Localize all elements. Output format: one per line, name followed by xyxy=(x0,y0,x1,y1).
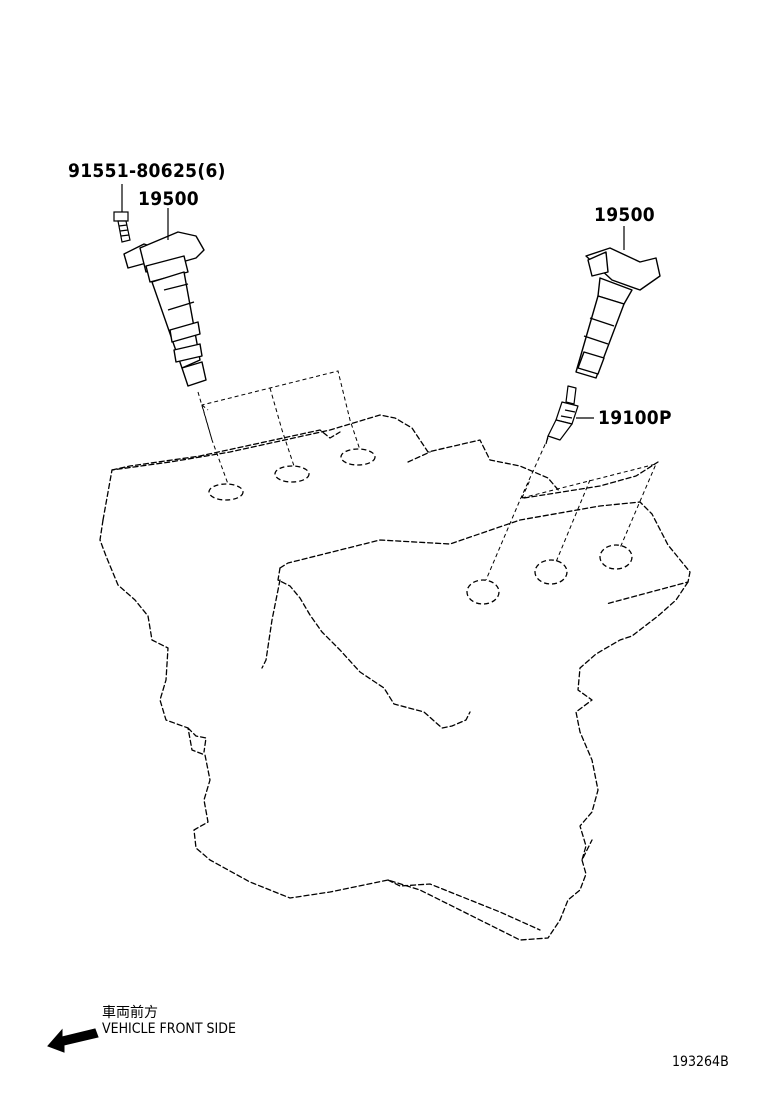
plug-hole-right-2 xyxy=(534,559,568,585)
label-coil-left-part-number: 19500 xyxy=(138,188,199,210)
ignition-coil-right xyxy=(575,247,661,379)
left-block-front-outline xyxy=(99,519,593,941)
bolt-icon xyxy=(113,211,131,243)
right-cylinder-head-top xyxy=(279,501,691,605)
left-plug-well-ridge xyxy=(407,451,431,463)
plug-hole-right-3 xyxy=(599,544,633,570)
right-head-front-edge xyxy=(277,567,471,729)
label-spark-plug-part-number: 19100P xyxy=(598,407,672,429)
right-plug-well-ridge xyxy=(523,461,659,499)
rear-block-left-edge xyxy=(261,579,281,669)
right-head-side xyxy=(575,581,689,861)
front-indicator-en: VEHICLE FRONT SIDE xyxy=(102,1021,236,1037)
block-front-notch xyxy=(187,727,207,753)
plug-hole-left-2 xyxy=(274,465,310,483)
front-indicator-jp: 車両前方 xyxy=(102,1005,158,1021)
front-arrow-icon xyxy=(47,1028,99,1053)
block-lower-rib xyxy=(387,879,541,931)
left-head-ridge xyxy=(111,429,341,471)
spark-plug-icon xyxy=(545,385,579,445)
plug-hole-left-3 xyxy=(340,448,376,466)
label-bolt-part-number: 91551-80625(6) xyxy=(68,160,226,182)
ignition-coil-left xyxy=(123,231,207,387)
plug-hole-left-1 xyxy=(208,483,244,501)
right-locator-lines xyxy=(485,437,657,581)
figure-id: 193264B xyxy=(672,1054,729,1070)
left-cylinder-head-outline xyxy=(102,414,561,521)
plug-hole-right-1 xyxy=(466,579,500,605)
label-coil-right-part-number: 19500 xyxy=(594,204,655,226)
left-locator-lines xyxy=(197,370,361,485)
